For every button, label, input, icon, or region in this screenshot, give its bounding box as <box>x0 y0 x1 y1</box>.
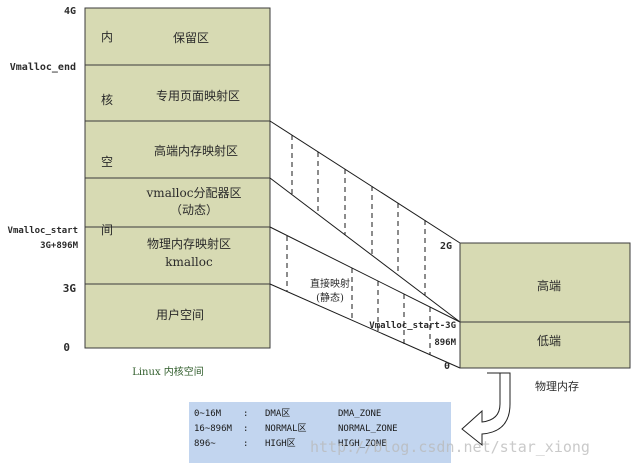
direct-map-bottom-line <box>269 283 461 369</box>
highmem-map-bottom-line <box>269 177 461 323</box>
addr-0: 0 <box>63 341 70 354</box>
kernel-char-2: 核 <box>101 93 113 107</box>
zone-area-high: HIGH区 <box>265 438 296 449</box>
zone-name-high: HIGH_ZONE <box>338 439 387 449</box>
zone-range-dma: 0~16M <box>194 409 222 419</box>
highmem-map-top-line <box>269 120 461 244</box>
curved-arrow-icon <box>461 372 511 447</box>
phys-addr-vmalloc-start-3g: Vmalloc_start-3G <box>369 321 456 331</box>
zone-area-dma: DMA区 <box>265 408 290 419</box>
kernel-char-4: 间 <box>101 223 113 237</box>
region-physmap-line2: kmalloc <box>165 255 213 269</box>
zone-range-high: 896~ <box>194 439 216 449</box>
zone-range-normal: 16~896M <box>194 424 233 434</box>
region-vmalloc-line2: （动态） <box>170 203 218 217</box>
kernel-char-3: 空 <box>101 155 113 169</box>
watermark: http://blog.csdn.net/star_xiong <box>310 438 590 456</box>
addr-3g: 3G <box>63 282 77 295</box>
direct-map-top-line <box>269 226 461 323</box>
physical-memory-column <box>459 242 631 369</box>
phys-addr-896m: 896M <box>434 338 456 348</box>
phys-high-label: 高端 <box>537 278 561 293</box>
addr-vmalloc-start: Vmalloc_start <box>8 226 78 236</box>
zone-table-bg <box>189 402 451 463</box>
direct-mapping-label-line2: (静态) <box>316 291 344 304</box>
zone-sep-high: : <box>243 439 248 449</box>
addr-4g: 4G <box>64 6 76 17</box>
region-user-space: 用户空间 <box>156 307 204 322</box>
addr-vmalloc-end: Vmalloc_end <box>10 62 76 73</box>
zone-table: 0~16M : DMA区 DMA_ZONE 16~896M : NORMAL区 … <box>194 408 398 449</box>
addr-3g-896m: 3G+896M <box>40 241 79 251</box>
zone-name-dma: DMA_ZONE <box>338 409 381 419</box>
kernel-char-1: 内 <box>101 30 113 44</box>
virtual-address-column <box>84 7 271 349</box>
region-dedicated-page-map: 专用页面映射区 <box>156 88 240 103</box>
region-vmalloc-line1: vmalloc分配器区 <box>146 186 242 200</box>
mapping-lines <box>269 120 461 369</box>
zone-area-normal: NORMAL区 <box>265 423 307 434</box>
zone-sep-dma: : <box>243 409 248 419</box>
region-reserved: 保留区 <box>173 31 209 45</box>
mapping-dashes <box>286 135 431 355</box>
zone-name-normal: NORMAL_ZONE <box>338 424 398 434</box>
physical-memory-box <box>459 242 631 369</box>
linux-kernel-space-caption: Linux 内核空间 <box>132 365 204 378</box>
region-physmap-line1: 物理内存映射区 <box>147 236 231 251</box>
region-highmem-map: 高端内存映射区 <box>154 143 238 158</box>
phys-addr-2g: 2G <box>440 241 452 252</box>
phys-addr-0: 0 <box>444 361 450 372</box>
direct-mapping-label-line1: 直接映射 <box>310 277 350 290</box>
physical-memory-caption: 物理内存 <box>535 379 579 393</box>
phys-low-label: 低端 <box>537 334 561 348</box>
zone-sep-normal: : <box>243 424 248 434</box>
